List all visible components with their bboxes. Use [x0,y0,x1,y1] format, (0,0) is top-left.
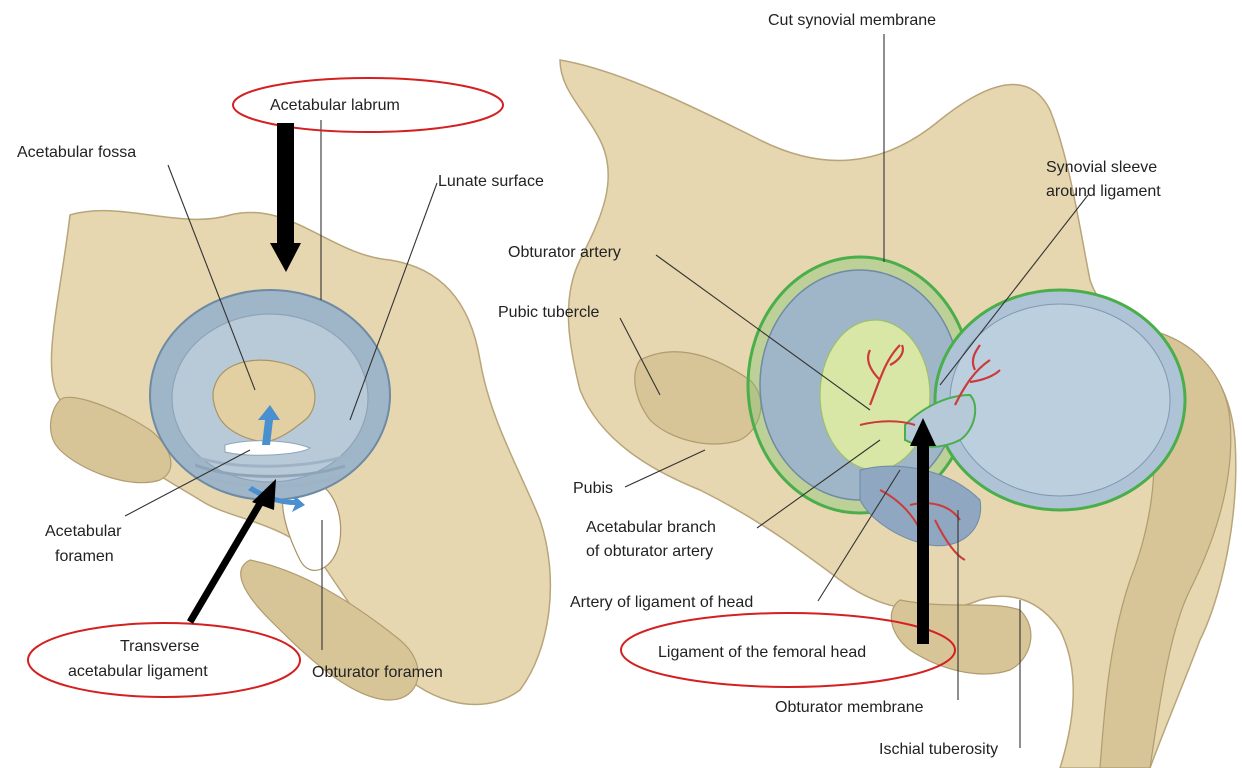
label-obturator-membrane: Obturator membrane [775,699,924,716]
label-ligament-femoral-head: Ligament of the femoral head [658,644,866,661]
label-cut-synovial-membrane: Cut synovial membrane [768,12,936,29]
highlight-transverse-ligament [28,623,300,697]
label-pubic-tubercle: Pubic tubercle [498,304,599,321]
label-obturator-foramen: Obturator foramen [312,664,443,681]
label-transverse-line2: acetabular ligament [68,663,208,680]
label-artery-ligament-head: Artery of ligament of head [570,594,753,611]
label-acetabular-fossa: Acetabular fossa [17,144,136,161]
label-transverse-line1: Transverse [120,638,200,655]
label-acetabular-foramen-line2: foramen [55,548,114,565]
label-synovial-sleeve-line1: Synovial sleeve [1046,159,1157,176]
arrow-down-labrum [270,123,301,272]
label-obturator-artery: Obturator artery [508,244,621,261]
label-ischial-tuberosity: Ischial tuberosity [879,741,998,758]
left-hip-bone-illustration [51,211,551,705]
label-synovial-sleeve-line2: around ligament [1046,183,1161,200]
label-pubis: Pubis [573,480,613,497]
label-acetabular-branch-line2: of obturator artery [586,543,713,560]
label-lunate-surface: Lunate surface [438,173,544,190]
label-acetabular-foramen-line1: Acetabular [45,523,122,540]
label-acetabular-labrum: Acetabular labrum [270,97,400,114]
label-acetabular-branch-line1: Acetabular branch [586,519,716,536]
